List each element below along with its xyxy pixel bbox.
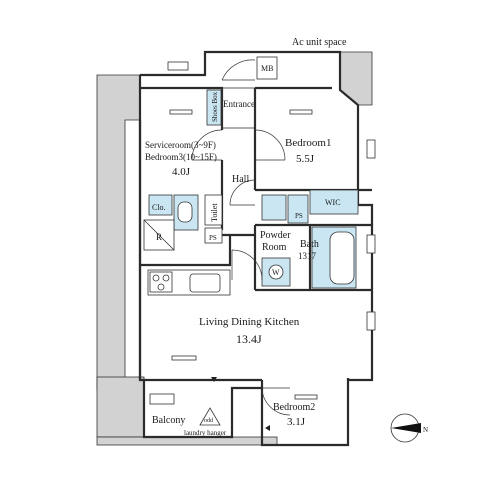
powder-room-label-2: Room bbox=[262, 242, 287, 253]
bedroom2-name: Bedroom2 bbox=[273, 402, 315, 413]
burner-2 bbox=[162, 274, 170, 282]
compass-n-label: N bbox=[423, 426, 428, 434]
sink-unit bbox=[261, 194, 287, 221]
door-powder bbox=[229, 179, 256, 206]
washer-drum bbox=[268, 264, 284, 280]
window-bedroom1 bbox=[366, 139, 376, 159]
serviceroom-size: 4.0J bbox=[172, 166, 191, 178]
door-bedroom2 bbox=[261, 387, 291, 416]
serviceroom-label-1: Serviceroom(3~9F) bbox=[145, 140, 216, 150]
ps-left-label: PS bbox=[209, 234, 217, 242]
window-ldk bbox=[366, 311, 376, 331]
balcony-label: Balcony bbox=[152, 415, 185, 426]
window-bath bbox=[366, 234, 376, 254]
wic-label: WIC bbox=[325, 198, 341, 207]
stove bbox=[149, 271, 173, 293]
laundry-hanger-label: laundry hanger bbox=[184, 429, 227, 437]
door-service bbox=[191, 129, 223, 161]
bedroom1-size: 5.5J bbox=[296, 153, 315, 165]
odd-marker bbox=[199, 407, 221, 426]
door-bedroom1 bbox=[254, 129, 286, 161]
bath-size: 1317 bbox=[298, 251, 317, 261]
washer-area bbox=[261, 257, 291, 287]
mb-label: MB bbox=[261, 64, 273, 73]
hall-label: Hall bbox=[232, 174, 249, 185]
bedroom1-name: Bedroom1 bbox=[285, 137, 331, 149]
toilet-label-box bbox=[204, 194, 223, 226]
balcony-unit bbox=[149, 393, 175, 405]
vent-bedroom2 bbox=[294, 394, 318, 400]
washer-label: W bbox=[272, 268, 280, 277]
bath-label: Bath bbox=[300, 239, 319, 250]
serviceroom-label-2: Bedroom3(10~15F) bbox=[145, 152, 217, 162]
r-label: R bbox=[156, 232, 162, 242]
ps-left-box bbox=[204, 227, 223, 244]
burner-3 bbox=[157, 283, 165, 291]
shoes-box bbox=[206, 89, 222, 126]
door-ldk bbox=[231, 249, 263, 281]
ldk-name: Living Dining Kitchen bbox=[199, 316, 300, 328]
arrow-ldk bbox=[211, 377, 217, 382]
bedroom2-size: 3.1J bbox=[287, 416, 306, 428]
r-box-diagonal bbox=[143, 219, 175, 251]
compass-needle bbox=[391, 423, 421, 433]
vent-service bbox=[169, 109, 193, 115]
entrance-door bbox=[221, 59, 256, 81]
balcony-floor-left bbox=[96, 376, 145, 438]
ldk-size: 13.4J bbox=[236, 332, 262, 346]
toilet-label: Toilet bbox=[210, 203, 219, 222]
ac-unit-space-label: Ac unit space bbox=[292, 37, 347, 48]
odd-label: odd bbox=[204, 418, 213, 424]
clo-label: Clo. bbox=[152, 203, 166, 212]
shoes-box-label: Shoes Box bbox=[211, 91, 219, 122]
burner-1 bbox=[152, 274, 160, 282]
balcony-rail bbox=[96, 436, 278, 446]
vent-bedroom1 bbox=[289, 109, 313, 115]
kitchen-sink bbox=[189, 273, 221, 293]
powder-room-label-1: Powder bbox=[260, 230, 291, 241]
vent-ldk bbox=[171, 355, 197, 361]
bathtub bbox=[329, 231, 355, 285]
ac-unit-space bbox=[339, 51, 373, 106]
vent-top bbox=[167, 61, 189, 71]
entrance-label: Entrance bbox=[223, 99, 255, 109]
clo-closet bbox=[148, 194, 173, 216]
ps-right-area bbox=[287, 194, 309, 224]
left-exterior-wall-zone bbox=[96, 74, 141, 391]
mb-box bbox=[256, 56, 278, 80]
arrow-bedroom2 bbox=[265, 425, 270, 431]
wic bbox=[309, 189, 359, 215]
ps-right-label: PS bbox=[295, 212, 303, 220]
entrance-floor bbox=[221, 87, 256, 129]
toilet-bowl bbox=[177, 201, 193, 223]
